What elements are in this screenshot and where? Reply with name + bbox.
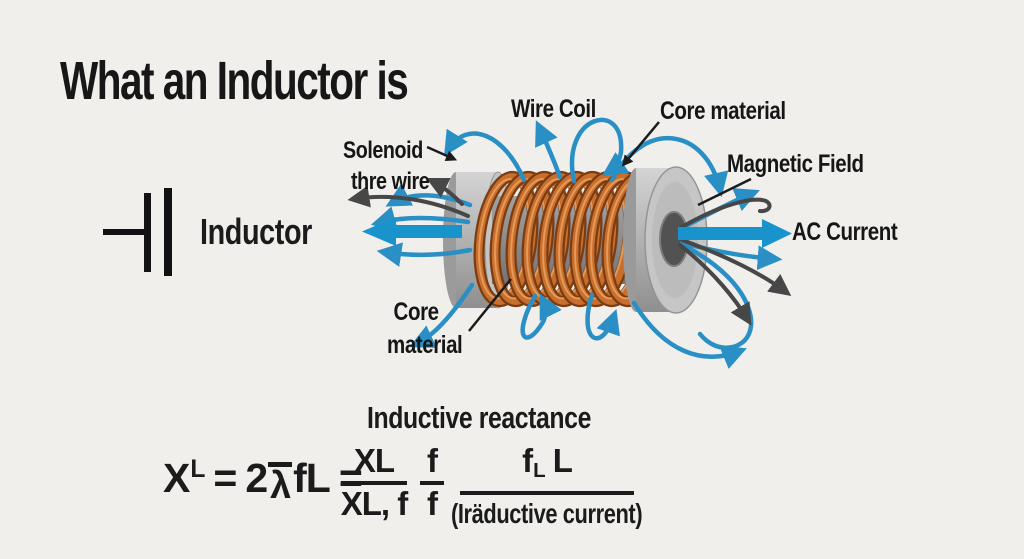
field-lines-gray: [347, 178, 792, 326]
formula-heading: Inductive reactance: [367, 400, 591, 435]
label-ac-current: AC Current: [792, 218, 898, 246]
label-core-material-bottom-line1: Core: [393, 298, 439, 326]
label-wire-coil: Wire Coil: [511, 95, 596, 123]
fraction1-denominator: XL, f: [340, 485, 408, 522]
formula-x: X: [163, 455, 190, 501]
label-inductor-symbol: Inductor: [200, 211, 312, 252]
fraction3-numerator: fL L: [522, 442, 573, 488]
formula-x-subscript: L: [190, 456, 205, 483]
formula-fraction-1: XL XL, f: [340, 442, 408, 522]
formula-fraction-2: f f: [420, 444, 444, 521]
label-thre-wire: thre wire: [351, 168, 430, 195]
fraction3-denominator: (Iräductive current): [451, 498, 643, 530]
label-core-material-bottom-line2: material: [387, 331, 463, 359]
inductor-symbol: [103, 188, 172, 276]
label-magnetic-field: Magnetic Field: [727, 150, 864, 178]
label-connectors: [426, 121, 752, 332]
page-title: What an Inductor is: [60, 51, 409, 111]
fraction2-bar: [420, 481, 444, 485]
label-core-material-bottom: Core material: [387, 296, 463, 362]
fraction1-bar: [341, 481, 407, 485]
fraction1-numerator: XL: [353, 442, 395, 479]
fraction2-denominator: f: [427, 485, 438, 522]
fraction2-numerator: f: [427, 442, 438, 479]
formula-pi-glyph: λ: [268, 462, 293, 506]
fraction3-num-subscript: L: [533, 459, 546, 483]
label-core-material-top: Core material: [660, 97, 786, 125]
formula-equals-1: =: [213, 455, 237, 501]
fraction3-bar: [460, 491, 634, 496]
fraction3-num-l: L: [552, 442, 573, 479]
right-end-cap: [623, 166, 708, 314]
formula-two: 2: [245, 455, 268, 501]
formula-fraction-3: fL L (Iräductive current): [451, 442, 643, 531]
label-solenoid: Solenoid: [343, 137, 423, 164]
ac-current-arrow-left: [362, 217, 462, 246]
formula-fl: fL: [293, 455, 331, 501]
fraction3-num-f: f: [522, 442, 533, 479]
ac-current-arrow-right: [678, 219, 792, 248]
formula-equals-2: =: [338, 455, 363, 501]
